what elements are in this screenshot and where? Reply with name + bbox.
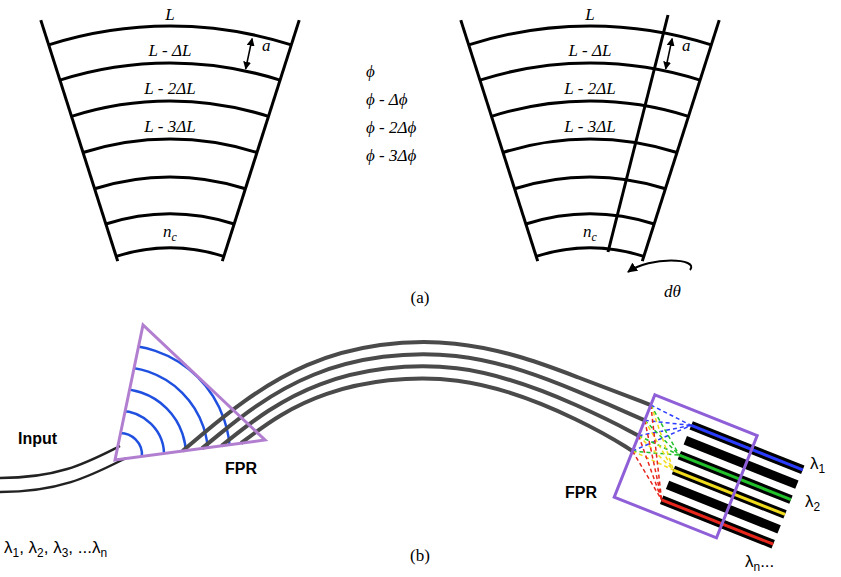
length-label: L - 2ΔL [144,79,195,99]
phase-label: ϕ - 3Δϕ [366,146,416,166]
fpr-label: FPR [565,484,597,502]
tilted-wavefront [608,15,668,252]
arrayed-waveguide [202,354,645,448]
fpr-box: FPR [560,390,760,545]
pitch-label: a [262,36,271,56]
length-label: L - 3ΔL [144,117,195,137]
phase-label: ϕ - 2Δϕ [366,118,416,138]
arrayed-waveguide [241,378,633,451]
panel-label: (b) [410,546,430,566]
wavelength-label: λ1 [810,454,825,474]
output-waveguides [662,425,803,544]
phase-label: ϕ [366,62,375,82]
length-label: L - ΔL [149,41,192,61]
input-waveguide [0,446,120,478]
fpr-triangle: FPR [110,320,275,485]
waveguide-fan [41,20,299,261]
rotation-arrow [628,261,691,273]
angle-label: dθ [664,282,681,302]
arrayed-waveguide [183,342,651,451]
length-label: L - ΔL [569,41,612,61]
length-label: L - 3ΔL [564,117,615,137]
input-waveguide [0,458,126,492]
length-label: L - 2ΔL [564,79,615,99]
input-label: Input [18,430,57,448]
panel-label: (a) [411,288,430,308]
index-label: nc [163,222,177,242]
wavelength-label: λ2 [805,492,820,512]
wavelength-list: λ1, λ2, λ3, ...λn [4,538,107,558]
fpr-label: FPR [225,460,257,478]
length-label: L [585,5,594,25]
phase-label: ϕ - Δϕ [366,90,407,110]
wavelength-label: λn... [745,552,774,572]
index-label: nc [583,222,597,242]
waveguide-fan [461,20,719,261]
pitch-label: a [682,36,691,56]
length-label: L [165,5,174,25]
fpr-outline [560,390,760,545]
